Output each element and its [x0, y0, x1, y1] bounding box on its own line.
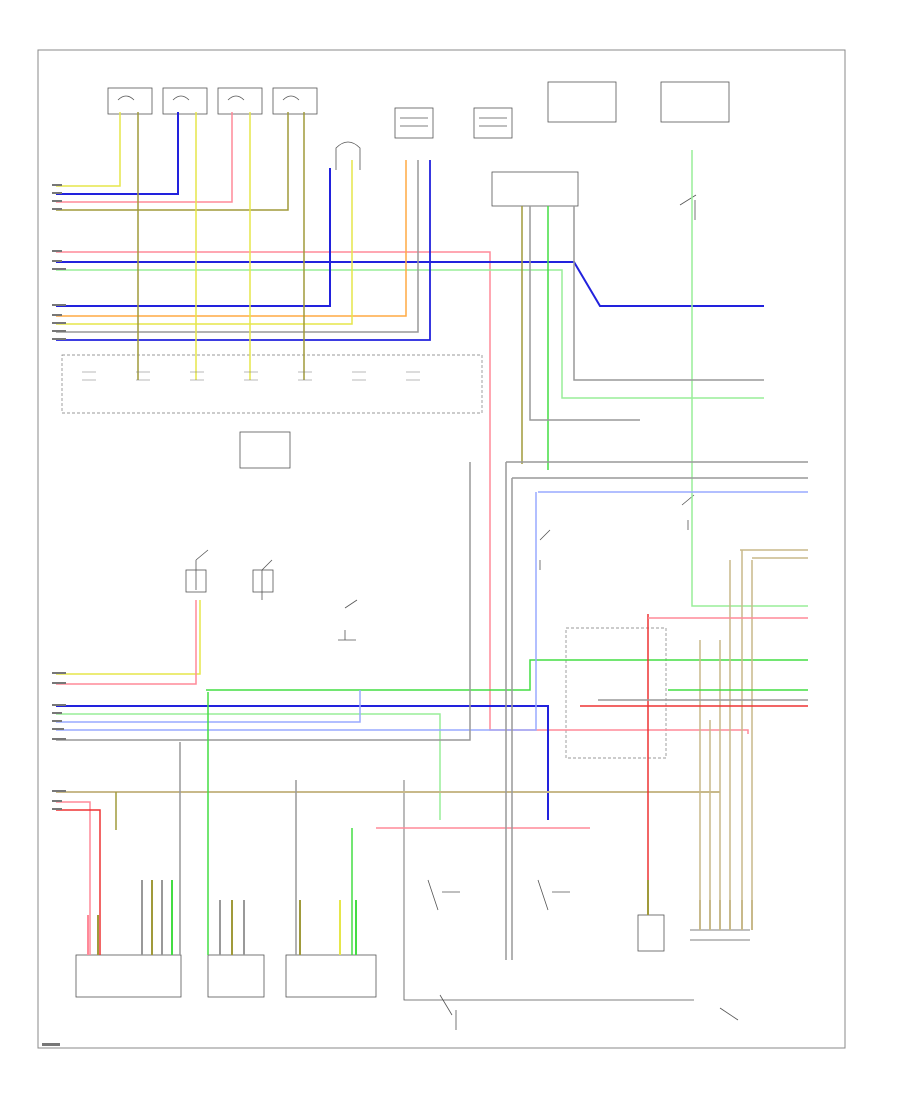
wire-gray-m8: [56, 462, 471, 741]
wire-green-m3: [206, 659, 808, 691]
injector-3-connector: [217, 87, 263, 115]
wire-green-m5: [56, 713, 441, 820]
switch-bottom-2: [537, 879, 570, 911]
wire-blue-m7: [56, 492, 537, 731]
wire-lightgreen-r4: [691, 150, 808, 607]
switch-bottom-1: [427, 879, 460, 911]
switch-top-right: [679, 194, 697, 220]
wires: [56, 112, 808, 960]
relay-box-top-2: [660, 81, 730, 123]
wire-pink-m2: [56, 600, 197, 685]
sensor-top-2: [394, 107, 434, 139]
wire-yellow-2: [56, 160, 353, 325]
wire-pink-1: [56, 112, 233, 203]
bottom-right-connector: [690, 929, 750, 941]
wire-yellow-m1: [56, 600, 201, 675]
rear-sensor-module: [285, 954, 377, 998]
joint-connector-top: [491, 171, 579, 207]
connector-pins-mid: [82, 371, 420, 381]
wire-blue-2: [56, 168, 331, 307]
wire-gray-r5: [573, 206, 764, 381]
sensor-top-1: [335, 141, 361, 170]
wire-gray-1: [56, 160, 419, 333]
wire-pink-l2: [56, 801, 91, 955]
injector-4-connector: [272, 87, 318, 115]
wire-gray-r3: [529, 206, 640, 421]
wire-olive-1: [56, 112, 289, 211]
resistor-mid: [185, 569, 207, 593]
diagram-frame: [37, 49, 846, 1049]
wire-blue-1: [56, 112, 179, 195]
injector-2-connector: [162, 87, 208, 115]
wire-blue-m4: [56, 705, 549, 820]
wire-red-l3: [56, 809, 101, 955]
wire-tan-right4: [740, 549, 808, 559]
label-marks: [42, 184, 66, 1046]
wire-gray-v-mid: [505, 462, 513, 960]
front-left-sensor: [75, 954, 182, 998]
switch-mid: [338, 599, 358, 641]
relay-box-top-1: [547, 81, 617, 123]
top-components: [107, 81, 730, 220]
sensor-top-3: [473, 107, 513, 139]
injector-1-connector: [107, 87, 153, 115]
wire-green-main: [56, 269, 764, 399]
wire-yellow-1: [56, 112, 121, 187]
speed-sensor: [637, 914, 665, 952]
front-right-sensor: [207, 954, 265, 998]
wire-orange-1: [56, 160, 407, 317]
bottom-components: [75, 780, 750, 1030]
bottom-switch-right: [719, 1007, 739, 1021]
resistor-mid-2: [252, 569, 274, 593]
rear-connector-box: [565, 627, 667, 759]
sensor-stripes: [87, 880, 753, 955]
harness-box-mid: [61, 354, 483, 414]
wire-blue-main: [56, 261, 764, 307]
mid-components: [61, 354, 695, 759]
relay-box-mid: [239, 431, 291, 469]
wire-lightblue-m6: [56, 690, 361, 723]
wire-blue-3: [56, 160, 431, 341]
